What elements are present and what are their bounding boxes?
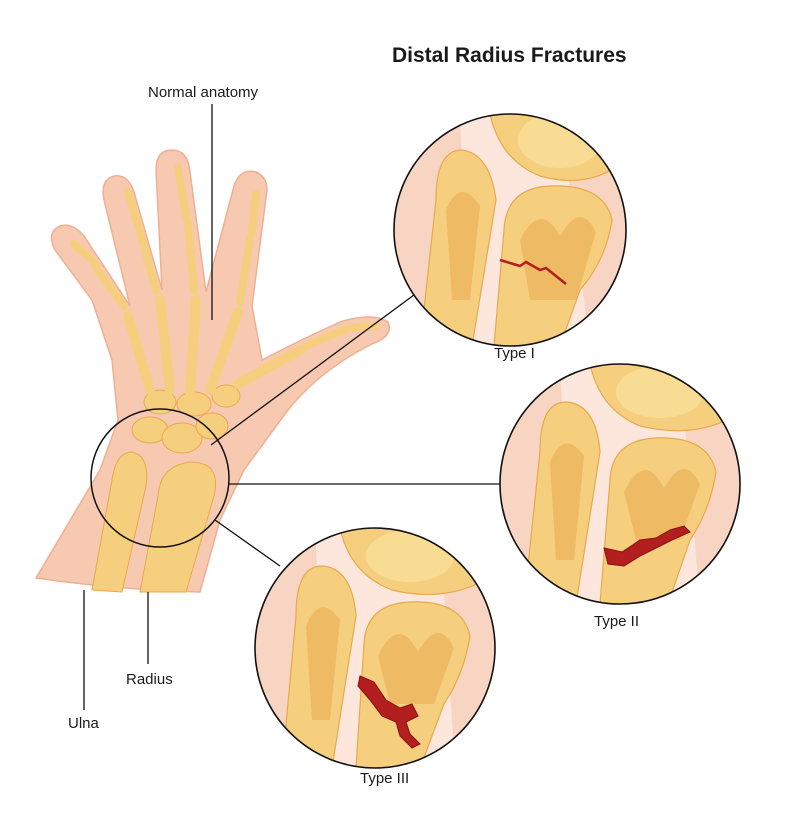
label-ulna: Ulna xyxy=(68,715,99,732)
label-normal-anatomy: Normal anatomy xyxy=(148,84,259,101)
label-radius: Radius xyxy=(126,671,173,688)
label-type-i: Type I xyxy=(494,345,535,362)
radius-bone xyxy=(139,461,216,593)
type-i-zoom-circle xyxy=(393,113,627,347)
type-iii-fracture xyxy=(357,675,421,749)
type-i-fracture xyxy=(499,258,567,285)
label-type-ii: Type II xyxy=(594,613,640,630)
label-type-iii: Type III xyxy=(360,770,410,787)
ulna-bone xyxy=(91,451,148,593)
type-iii-zoom-circle xyxy=(254,527,496,769)
diagram-title: Distal Radius Fractures xyxy=(392,44,627,67)
type-ii-fracture xyxy=(603,525,691,567)
connector-lines xyxy=(83,104,500,710)
hand-illustration xyxy=(34,149,390,593)
wrist-callout-circle xyxy=(90,408,230,548)
type-ii-zoom-circle xyxy=(499,363,741,605)
